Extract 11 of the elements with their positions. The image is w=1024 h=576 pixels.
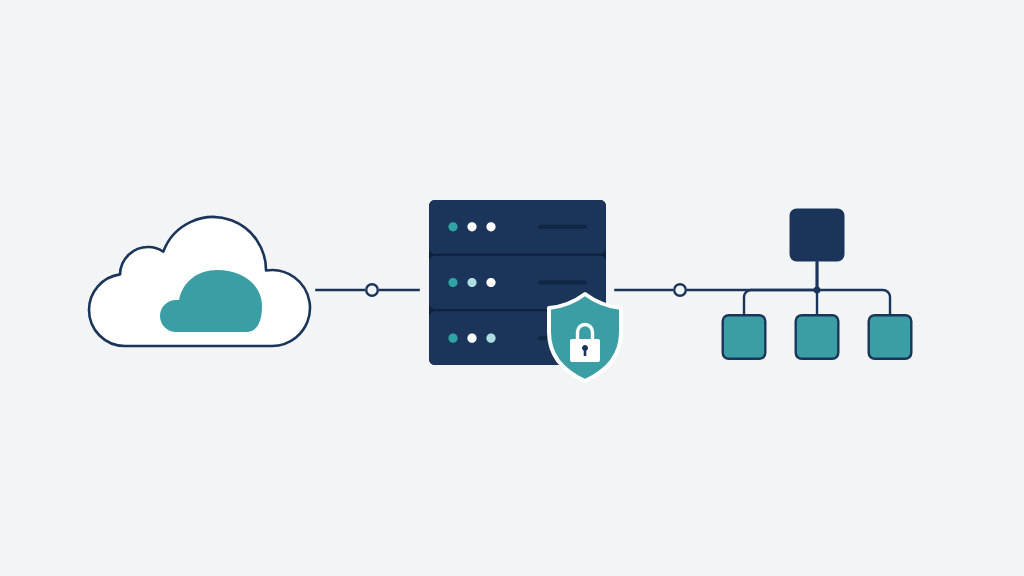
connector-line (614, 288, 673, 292)
rounded-square (721, 314, 767, 360)
rounded-square (794, 314, 840, 360)
connector-line (815, 261, 892, 314)
rounded-square (789, 208, 845, 262)
connector-line (379, 288, 420, 292)
cloud-shape (87, 215, 312, 348)
connector-ring (673, 283, 687, 297)
connector-line (315, 288, 365, 292)
connector-ring (365, 283, 379, 297)
rounded-square (867, 314, 913, 360)
